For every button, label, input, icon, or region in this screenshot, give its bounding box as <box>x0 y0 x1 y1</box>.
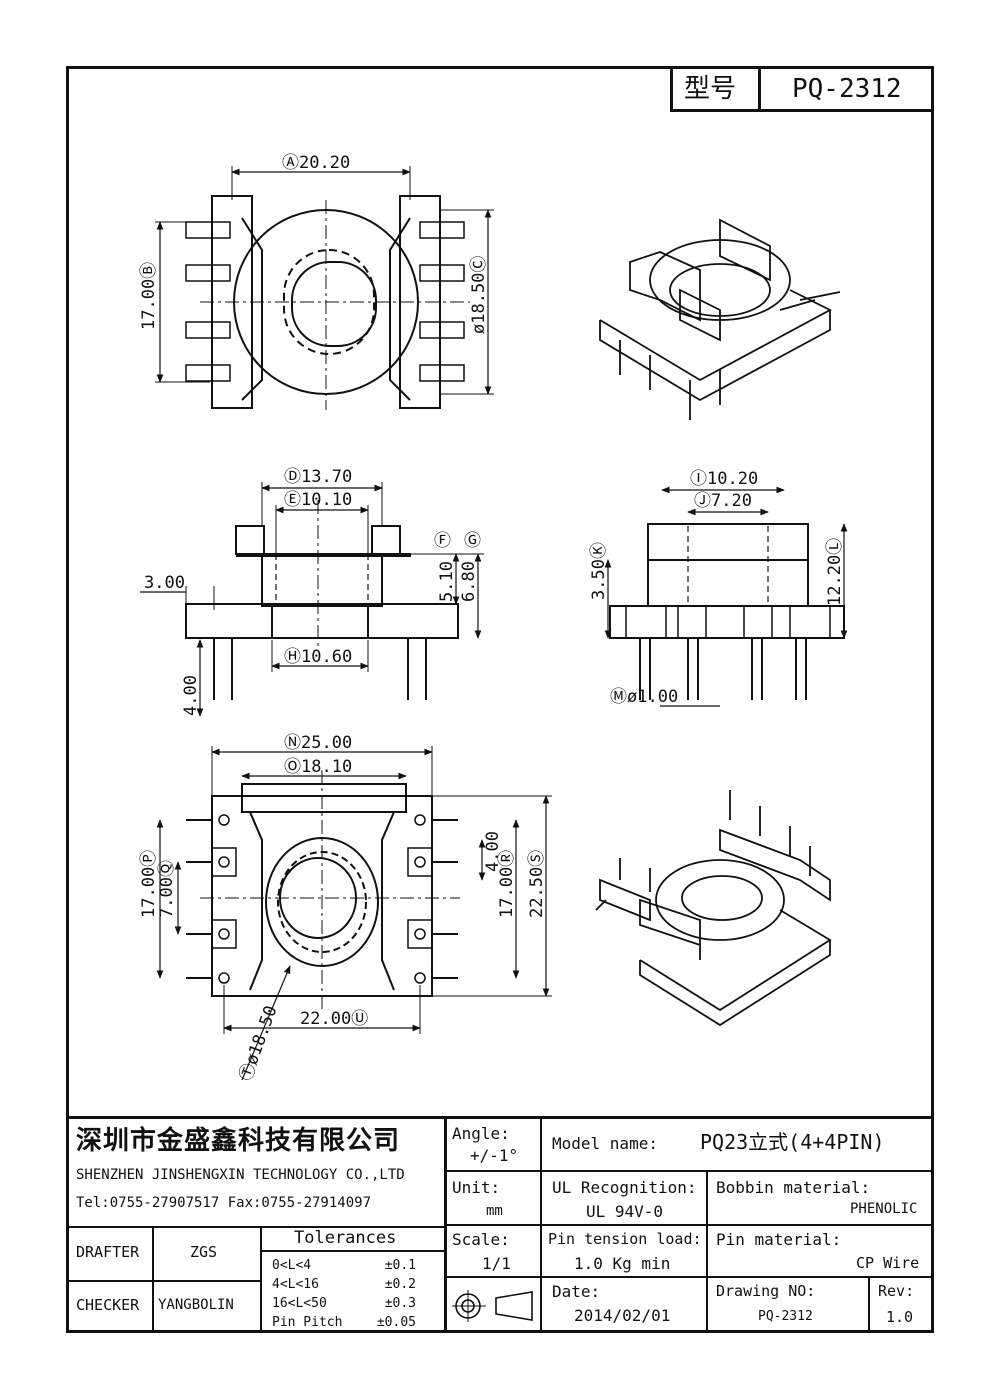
checker-value: YANGBOLIN <box>158 1297 234 1313</box>
pin-tension-value: 1.0 Kg min <box>574 1254 671 1273</box>
date-value: 2014/02/01 <box>574 1306 671 1325</box>
checker-label: CHECKER <box>76 1296 140 1314</box>
model-box <box>670 66 934 112</box>
drafter-label: DRAFTER <box>76 1243 140 1261</box>
dim-n: Ⓝ25.00 <box>284 733 352 753</box>
dim-p: 17.00Ⓟ <box>139 850 159 918</box>
drawing-no-label: Drawing NO: <box>716 1282 816 1300</box>
scale-value: 1/1 <box>482 1254 511 1273</box>
unit-value: mm <box>486 1203 503 1219</box>
dim-f: Ⓕ <box>434 531 451 551</box>
pin-tension-label: Pin tension load: <box>548 1230 702 1248</box>
dim-l: 12.20Ⓛ <box>825 538 845 606</box>
model-name-value: PQ23立式(4+4PIN) <box>700 1130 885 1154</box>
tolerance-row: 0<L<4±0.1 <box>272 1258 416 1273</box>
pin-material-value: CP Wire <box>856 1254 920 1272</box>
dim-t: Ⓣø18.50 <box>236 1003 282 1084</box>
dim-a: Ⓐ20.20 <box>282 153 350 173</box>
unit-label: Unit: <box>452 1178 501 1197</box>
dim-g: Ⓖ <box>464 531 481 551</box>
side-view: Ⓘ10.20 Ⓙ7.20 3.50Ⓚ 12.20Ⓛ Ⓜø1.00 <box>589 469 848 707</box>
model-label: 型号 <box>684 74 737 104</box>
dim-four: 4.00 <box>483 831 503 872</box>
dim-s: 22.50Ⓢ <box>527 850 547 918</box>
iso-view-top <box>599 218 841 420</box>
dim-3: 3.00 <box>144 573 185 593</box>
dim-m: Ⓜø1.00 <box>610 687 678 707</box>
dim-k: 3.50Ⓚ <box>589 542 609 600</box>
dim-4: 4.00 <box>181 675 201 716</box>
dim-r: 17.00Ⓡ <box>497 850 517 918</box>
ul-label: UL Recognition: <box>552 1178 697 1197</box>
model-name-label: Model name: <box>552 1134 658 1153</box>
dim-d: Ⓓ13.70 <box>284 467 352 487</box>
scale-label: Scale: <box>452 1230 510 1249</box>
angle-label: Angle: <box>452 1124 510 1143</box>
bobbin-label: Bobbin material: <box>716 1178 871 1197</box>
projection-symbol <box>452 1286 536 1330</box>
tolerances-title: Tolerances <box>294 1228 397 1248</box>
tolerance-row: 16<L<50±0.3 <box>272 1296 416 1311</box>
contact: Tel:0755-27907517 Fax:0755-27914097 <box>76 1195 372 1211</box>
drafter-value: ZGS <box>190 1243 218 1261</box>
technical-drawing: Ⓐ20.20 17.00Ⓑ ø18.50Ⓒ <box>139 153 848 1084</box>
tolerance-row: 4<L<16±0.2 <box>272 1277 416 1292</box>
company-en: SHENZHEN JINSHENGXIN TECHNOLOGY CO.,LTD <box>76 1167 405 1183</box>
dim-h: Ⓗ10.60 <box>284 647 352 667</box>
bobbin-value: PHENOLIC <box>850 1201 918 1217</box>
rev-value: 1.0 <box>886 1308 914 1326</box>
dim-u: 22.00Ⓤ <box>300 1009 368 1029</box>
iso-view-bottom <box>595 790 832 1027</box>
drawing-no-value: PQ-2312 <box>758 1309 813 1324</box>
dim-q: 7.00Ⓠ <box>157 860 177 918</box>
tolerance-row: Pin Pitch±0.05 <box>272 1315 416 1330</box>
dim-e: Ⓔ10.10 <box>284 490 352 510</box>
date-label: Date: <box>552 1282 601 1301</box>
tolerance-table: 0<L<4±0.1 4<L<16±0.2 16<L<50±0.3 Pin Pit… <box>272 1256 442 1332</box>
dim-c: ø18.50Ⓒ <box>469 256 489 334</box>
pin-material-label: Pin material: <box>716 1230 842 1249</box>
dim-o: Ⓞ18.10 <box>284 757 352 777</box>
model-value: PQ-2312 <box>792 74 902 104</box>
bottom-view: Ⓝ25.00 Ⓞ18.10 17.00Ⓟ 7.00Ⓠ 4.00 17.00Ⓡ 2… <box>139 733 552 1084</box>
top-view: Ⓐ20.20 17.00Ⓑ ø18.50Ⓒ <box>139 153 494 410</box>
ul-value: UL 94V-0 <box>586 1202 664 1221</box>
dim-i: Ⓘ10.20 <box>690 469 758 489</box>
dim-fg1: 5.10 <box>437 561 457 602</box>
company-cn: 深圳市金盛鑫科技有限公司 <box>76 1126 401 1156</box>
front-view: Ⓓ13.70 Ⓔ10.10 Ⓕ Ⓖ 5.10 6.80 3.00 Ⓗ10.60 … <box>140 467 484 717</box>
dim-b: 17.00Ⓑ <box>139 262 159 330</box>
dim-j: Ⓙ7.20 <box>694 491 752 511</box>
rev-label: Rev: <box>878 1282 915 1300</box>
dim-fg2: 6.80 <box>459 561 479 602</box>
angle-value: +/-1° <box>470 1146 519 1165</box>
